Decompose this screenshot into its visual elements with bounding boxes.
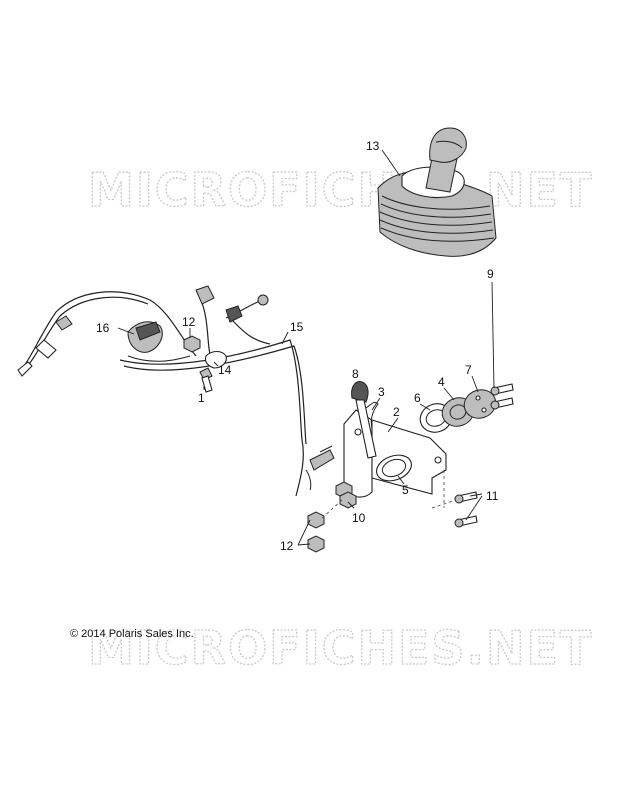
callout-8: 8 <box>352 367 359 381</box>
callout-2: 2 <box>393 405 400 419</box>
callout-7: 7 <box>465 363 472 377</box>
alignment-line <box>321 499 343 519</box>
callout-10: 10 <box>352 511 366 525</box>
callout-13: 13 <box>366 139 380 153</box>
callout-11: 11 <box>486 489 499 503</box>
part-1-bolt <box>199 367 213 393</box>
callout-1: 1 <box>198 391 205 405</box>
alignment-line <box>431 499 457 509</box>
part-11-bolts <box>454 491 478 528</box>
leader-lines <box>117 149 495 546</box>
watermark-top: MICROFICHES.NET <box>88 163 593 217</box>
callout-5: 5 <box>402 483 409 497</box>
part-10-nuts <box>335 481 357 509</box>
part-7-plate <box>463 389 497 419</box>
callout-15: 15 <box>290 320 304 334</box>
callout-9: 9 <box>487 267 494 281</box>
part-13-shifter-boot <box>377 127 497 257</box>
part-14-clamp <box>204 350 227 369</box>
callout-16: 16 <box>96 321 110 335</box>
copyright-notice: © 2014 Polaris Sales Inc. <box>70 628 194 640</box>
callout-6: 6 <box>414 391 421 405</box>
part-16-cable-end <box>17 315 191 377</box>
callout-12-upper: 12 <box>182 315 196 329</box>
part-12-nuts-lower <box>307 511 325 553</box>
part-12-nut-upper <box>183 335 201 353</box>
callout-4: 4 <box>438 375 445 389</box>
part-15-shift-cable <box>23 285 335 497</box>
part-9-screws <box>490 383 514 410</box>
part-3-spring <box>365 401 379 429</box>
watermark-bottom: MICROFICHES.NET <box>88 621 593 675</box>
callout-12-lower: 12 <box>280 539 294 553</box>
callout-3: 3 <box>378 385 385 399</box>
callout-14: 14 <box>218 363 232 377</box>
part-8-shift-lever <box>351 381 377 459</box>
part-5-ring <box>376 454 412 482</box>
